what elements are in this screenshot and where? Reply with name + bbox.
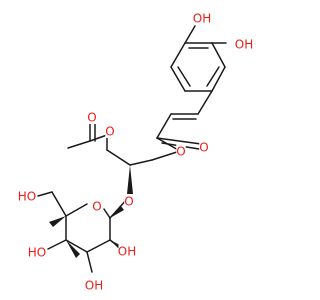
atom-label-text: OH [85,279,103,293]
stereo-wedge [49,216,66,227]
atom-label-text: HO [18,190,36,204]
label-background [176,144,186,158]
label-background [92,199,102,213]
ring-double-bond [177,66,191,87]
atom-label-text: O [176,145,185,159]
atom-label-o-acetyl-carbonyl: O [87,110,97,125]
stereo-wedge [66,240,80,258]
atom-label-ho-ch2oh: HO [18,189,36,204]
atom-label-oh-c2: OH [118,244,136,259]
sugar-ring-bond [86,239,111,253]
atom-label-text: O [87,111,96,125]
atom-label-oh-c3: OH [85,278,103,293]
atom-label-text: O [124,195,133,209]
acetyl-bond [67,140,91,149]
atom-label-o-glycoside: O [124,194,134,209]
stereo-wedge [127,165,133,194]
ring-bond [211,66,226,92]
atom-label-text: OH [235,38,253,52]
chain-bond [197,90,213,115]
ring-bond [170,66,186,92]
atom-label-o-ester-link: O [176,144,186,159]
stereo-wedge [110,206,124,218]
sugar-ring-bond [65,239,88,253]
hydroxymethyl-bond [37,191,53,197]
sugar-ring-bond [65,203,88,217]
label-background [85,278,103,292]
carbonyl-bond [156,137,202,145]
label-background [105,124,115,138]
label-background [118,244,136,258]
ring-bond [211,42,226,68]
acetyl-bond [89,134,108,142]
atom-label-oh-top-b: OH [235,37,253,52]
atom-label-o-ring: O [92,199,102,214]
ester-bond [156,137,181,152]
sugar-ring-bond [103,208,111,219]
bond-lines [37,25,227,273]
label-background [193,11,211,25]
label-background [28,245,46,259]
hydroxyl-bond [47,239,67,250]
atom-label-oh-top-a: OH [193,11,211,26]
atom-label-text: OH [118,245,136,259]
label-background [124,194,134,208]
atom-label-text: O [92,200,101,214]
atom-label-text: O [199,141,208,155]
hydroxyl-bond [184,25,196,44]
label-background [18,189,36,203]
chain-bond [129,159,153,166]
label-background [87,110,97,124]
atom-label-text: O [105,125,114,139]
atom-label-text: HO [28,246,46,260]
label-background [235,37,253,51]
hydroxyl-bond [86,251,93,273]
hydroxymethyl-bond [51,191,67,217]
atom-label-o-ester-carbonyl: O [199,140,209,155]
ring-bond [170,42,186,68]
chain-bond [156,113,172,139]
atom-label-text: OH [193,12,211,26]
ring-double-bond [206,66,220,87]
label-background [199,140,209,154]
atom-label-o-acetyl-link: O [105,124,115,139]
ester-bond [151,150,181,161]
chain-bond [106,149,131,166]
atom-label-ho-c4: HO [28,245,46,260]
